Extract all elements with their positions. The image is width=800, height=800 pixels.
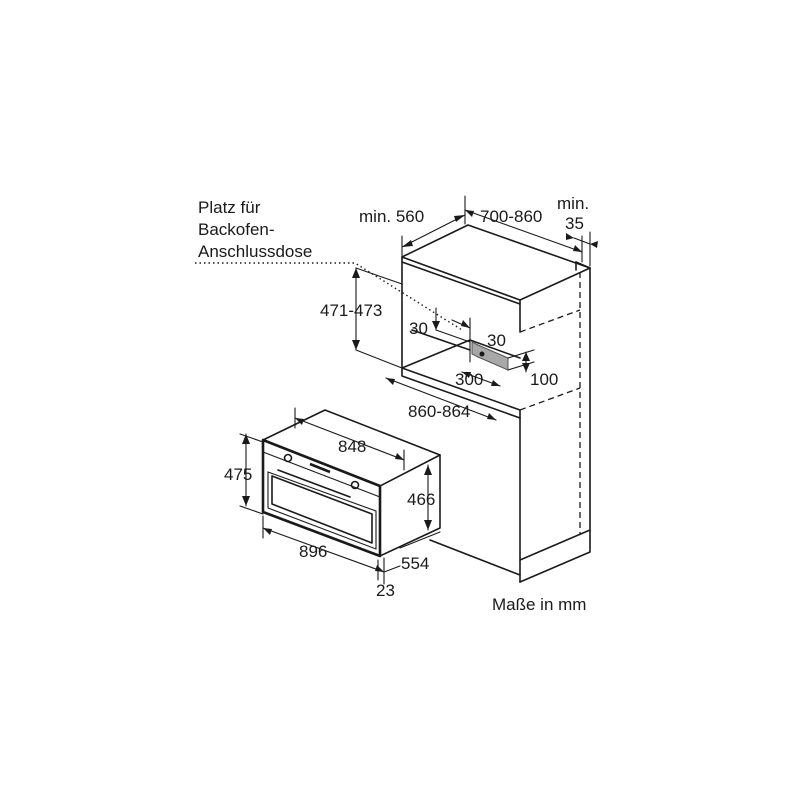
oven-display	[309, 462, 331, 474]
dimension-lines	[239, 195, 591, 585]
dim-475: 475	[224, 465, 252, 484]
dim-30-left: 30	[409, 319, 428, 338]
arrow	[487, 413, 496, 420]
arrow	[491, 380, 500, 386]
oven-knob-left[interactable]	[283, 453, 293, 463]
niche-shelf-line	[411, 329, 471, 351]
dim-554-line	[383, 565, 401, 573]
oven-panel-line	[262, 451, 381, 498]
arrow	[573, 245, 582, 252]
dim-100: 100	[530, 370, 558, 389]
oven-window	[271, 475, 373, 544]
arrow	[375, 565, 384, 572]
dim-700-line	[464, 209, 583, 253]
dim-471-ext-bottom	[355, 349, 403, 369]
arrow	[386, 378, 395, 385]
arrowheads	[242, 210, 598, 572]
dim-23: 23	[376, 581, 395, 600]
dim-560-line	[401, 214, 466, 248]
oven-side	[379, 454, 441, 557]
dim-848: 848	[338, 437, 366, 456]
dim-860-864: 860-864	[408, 402, 470, 421]
callout-leader	[195, 262, 463, 331]
cabinet-side-top	[575, 261, 591, 269]
arrow	[242, 496, 250, 506]
niche-upper-lip	[401, 261, 521, 305]
callout-line-1: Platz für	[198, 198, 261, 217]
arrow	[566, 233, 574, 240]
dim-300: 300	[455, 370, 483, 389]
oven-knob-right[interactable]	[350, 480, 360, 490]
arrow	[522, 352, 530, 361]
dim-min-560: min. 560	[359, 207, 424, 226]
dim-min-35-b: 35	[565, 214, 584, 233]
arrow	[295, 418, 304, 425]
hidden-edge-top	[519, 309, 581, 333]
dim-min-35-a: min.	[557, 194, 589, 213]
arrow	[242, 434, 250, 444]
arrow	[461, 320, 470, 328]
hidden-edge-bottom	[519, 387, 581, 411]
callout-line-2: Backofen-	[198, 220, 275, 239]
callout-line-3: Anschlussdose	[198, 242, 312, 261]
oven	[261, 409, 441, 558]
arrow	[432, 321, 440, 330]
oven-handle[interactable]	[277, 469, 351, 498]
arrow	[352, 340, 360, 350]
dim-30-right: 30	[487, 331, 506, 350]
arrow	[402, 240, 413, 247]
dim-466: 466	[407, 490, 435, 509]
oven-door-frame	[267, 471, 377, 550]
dim-896-line	[262, 527, 385, 573]
dim-30-left-ext	[435, 329, 471, 343]
dim-471-ext-top	[355, 267, 403, 285]
units-note: Maße in mm	[492, 595, 586, 614]
niche-base-strip	[401, 367, 521, 419]
socket-dot	[479, 351, 485, 357]
arrow	[454, 215, 465, 222]
dim-554: 554	[401, 554, 429, 573]
arrow	[352, 268, 360, 278]
dim-848-line	[294, 417, 405, 461]
dim-896: 896	[299, 542, 327, 561]
cabinet-front-outline	[401, 256, 591, 561]
arrow	[395, 453, 404, 460]
arrow	[424, 520, 432, 530]
arrow	[590, 241, 598, 248]
arrow	[424, 465, 432, 475]
cabinet-top	[401, 224, 591, 301]
dim-475-ext-bottom	[239, 505, 264, 515]
plinth-bottom	[519, 529, 591, 583]
arrow	[522, 363, 530, 372]
dim-860-line	[385, 377, 497, 421]
floor-line	[429, 539, 521, 576]
arrow	[462, 372, 471, 378]
dim-471-473: 471-473	[320, 301, 382, 320]
dim-35-line	[573, 237, 591, 245]
labels: Platz für Backofen- Anschlussdose min. 5…	[198, 194, 589, 614]
arrow	[465, 210, 474, 217]
dim-100-ext-top	[507, 349, 535, 359]
dim-475-ext-top	[239, 433, 264, 443]
arrow	[263, 528, 272, 535]
oven-rear-base	[399, 531, 441, 549]
dim-100-ext-bottom	[507, 361, 535, 371]
dim-700-860: 700-860	[480, 207, 542, 226]
